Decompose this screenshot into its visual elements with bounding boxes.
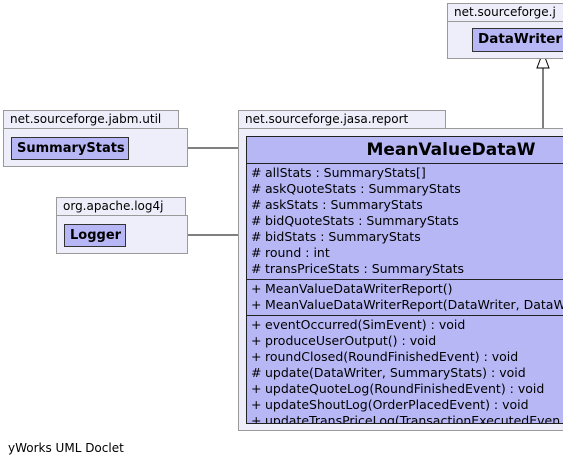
method-row: +updateShoutLog(OrderPlacedEvent) : void	[251, 397, 529, 412]
attribute-row: #askStats : SummaryStats	[251, 197, 423, 212]
method-row: +updateQuoteLog(RoundFinishedEvent) : vo…	[251, 381, 545, 396]
class-datawriterreport[interactable]: DataWriterR	[472, 28, 563, 52]
constructor-row: +MeanValueDataWriterReport(DataWriter, D…	[251, 297, 563, 312]
package-tab-jasa-report: net.sourceforge.jasa.report	[238, 110, 446, 129]
method-row: +updateTransPriceLog(TransactionExecuted…	[251, 413, 561, 424]
package-tab-jabm-util: net.sourceforge.jabm.util	[3, 110, 179, 129]
class-name-datawriterreport: DataWriterR	[478, 31, 563, 47]
method-row: +roundClosed(RoundFinishedEvent) : void	[251, 349, 519, 364]
class-summarystats[interactable]: SummaryStats	[11, 137, 129, 160]
attribute-row: #bidQuoteStats : SummaryStats	[251, 213, 459, 228]
package-name-top-right: net.sourceforge.j	[454, 5, 556, 19]
footer-credit: yWorks UML Doclet	[8, 441, 124, 455]
method-row: +eventOccurred(SimEvent) : void	[251, 317, 466, 332]
package-tab-log4j: org.apache.log4j	[56, 197, 186, 216]
class-name-summarystats: SummaryStats	[17, 141, 125, 156]
package-name-jabm-util: net.sourceforge.jabm.util	[10, 112, 162, 126]
methods-section: +eventOccurred(SimEvent) : void +produce…	[247, 316, 563, 424]
method-row: +produceUserOutput() : void	[251, 333, 437, 348]
constructor-row: +MeanValueDataWriterReport()	[251, 281, 453, 296]
class-name-logger: Logger	[70, 228, 122, 243]
attribute-row: #transPriceStats : SummaryStats	[251, 261, 465, 276]
package-name-jasa-report: net.sourceforge.jasa.report	[245, 112, 409, 126]
class-meanvaluedatawriterreport[interactable]: MeanValueDataW #allStats : SummaryStats[…	[246, 136, 563, 424]
attribute-row: #askQuoteStats : SummaryStats	[251, 181, 461, 196]
generalization-arrowhead	[536, 50, 550, 69]
package-name-log4j: org.apache.log4j	[63, 199, 164, 213]
method-row: #update(DataWriter, SummaryStats) : void	[251, 365, 526, 380]
attribute-row: #allStats : SummaryStats[]	[251, 165, 426, 180]
class-title-meanvaluedatawriterreport: MeanValueDataW	[247, 137, 563, 164]
class-logger[interactable]: Logger	[64, 224, 126, 247]
constructors-section: +MeanValueDataWriterReport() +MeanValueD…	[247, 280, 563, 316]
package-tab-top-right: net.sourceforge.j	[447, 3, 563, 22]
attribute-row: #bidStats : SummaryStats	[251, 229, 421, 244]
attribute-row: #round : int	[251, 245, 330, 260]
attributes-section: #allStats : SummaryStats[] #askQuoteStat…	[247, 164, 563, 280]
